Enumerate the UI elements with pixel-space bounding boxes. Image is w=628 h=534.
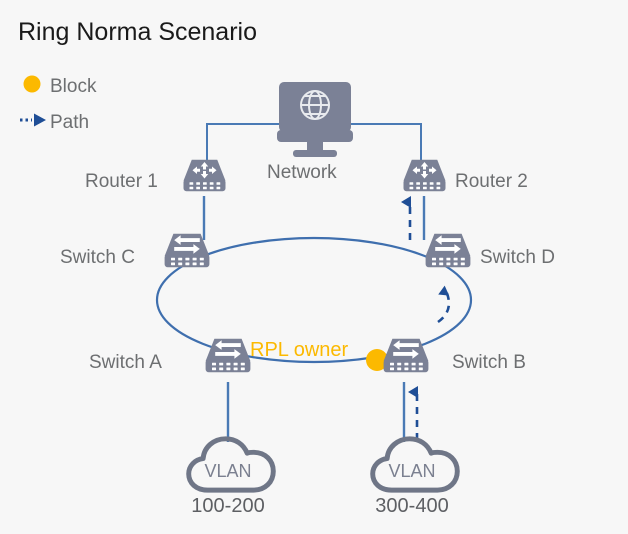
node-router1[interactable]: Router 1 — [85, 159, 226, 192]
node-label-router1: Router 1 — [85, 171, 158, 192]
node-switchA[interactable]: Switch A — [89, 338, 251, 373]
legend: Block Path — [20, 75, 97, 133]
router-icon — [183, 159, 226, 192]
vlan-right-label: VLAN — [388, 461, 435, 481]
node-label-switchB: Switch B — [452, 352, 526, 373]
node-label-network: Network — [267, 162, 337, 183]
router-icon — [403, 159, 446, 192]
node-label-switchA: Switch A — [89, 352, 162, 373]
legend-label-block: Block — [50, 76, 97, 97]
vlan-left-label: VLAN — [204, 461, 251, 481]
page-title: Ring Norma Scenario — [18, 18, 257, 46]
dashed-arrow-icon — [20, 113, 46, 127]
rpl-owner-label: RPL owner — [250, 339, 349, 361]
path-arrow-switchB-to-switchD — [437, 285, 451, 324]
node-label-switchC: Switch C — [60, 247, 135, 268]
node-network[interactable]: Network — [267, 82, 353, 183]
switch-icon — [164, 233, 210, 268]
switch-icon — [383, 338, 429, 373]
node-switchD[interactable]: Switch D — [425, 233, 555, 268]
node-vlan-left[interactable]: VLAN 100-200 — [189, 439, 274, 517]
node-switchC[interactable]: Switch C — [60, 233, 210, 268]
vlan-left-range: 100-200 — [191, 495, 264, 517]
switch-icon — [425, 233, 471, 268]
legend-item-path: Path — [20, 112, 89, 133]
legend-label-path: Path — [50, 112, 89, 133]
node-router2[interactable]: Router 2 — [403, 159, 528, 192]
path-arrows — [401, 196, 451, 440]
ring-topology-ellipse — [155, 236, 473, 364]
switch-icon — [205, 338, 251, 373]
monitor-globe-icon — [277, 82, 353, 157]
node-switchB[interactable]: Switch B — [383, 338, 526, 373]
node-label-router2: Router 2 — [455, 171, 528, 192]
block-point-marker — [366, 349, 388, 371]
legend-item-block: Block — [23, 75, 97, 97]
node-label-switchD: Switch D — [480, 247, 555, 268]
node-vlan-right[interactable]: VLAN 300-400 — [373, 439, 458, 517]
vlan-right-range: 300-400 — [375, 495, 448, 517]
block-dot-icon — [23, 75, 41, 93]
